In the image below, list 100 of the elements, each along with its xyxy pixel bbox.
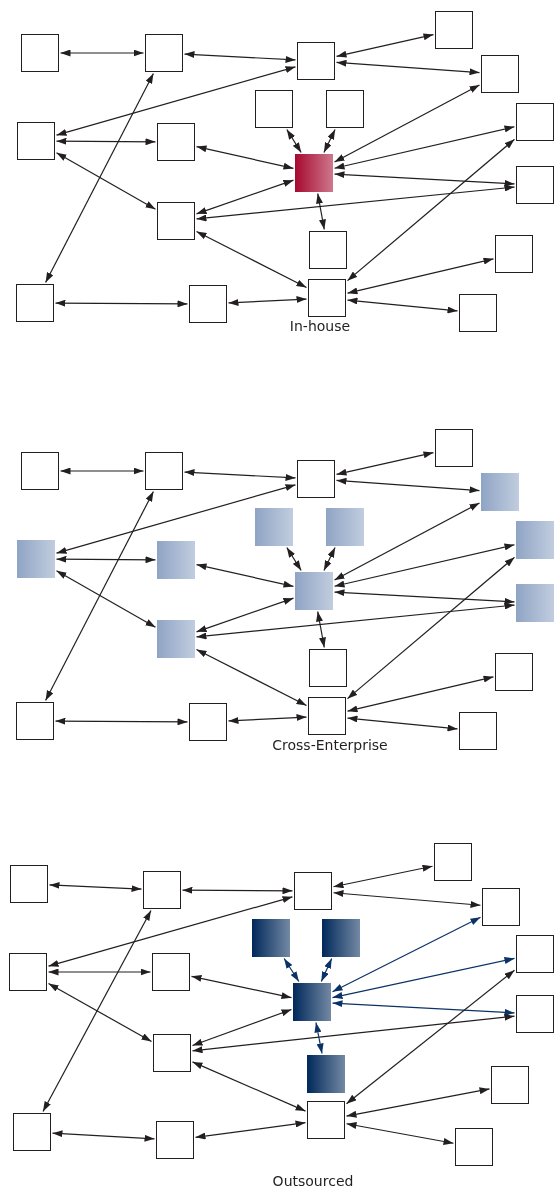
panel-caption: Outsourced	[272, 1173, 354, 1189]
double-arrow	[333, 502, 481, 581]
empty-box	[516, 995, 554, 1033]
double-arrow	[195, 179, 295, 215]
empty-box	[10, 865, 48, 903]
empty-box	[21, 452, 59, 490]
double-arrow	[335, 59, 481, 76]
shaded-box	[252, 919, 290, 957]
double-arrow	[333, 171, 516, 187]
empty-box	[297, 460, 335, 498]
empty-box	[255, 90, 293, 128]
empty-box	[9, 953, 47, 991]
double-arrow	[346, 138, 516, 282]
empty-box	[481, 55, 519, 93]
double-arrow	[335, 477, 481, 494]
empty-box	[13, 1113, 51, 1151]
shaded-box	[516, 521, 554, 559]
shaded-box	[17, 540, 55, 578]
double-arrow	[55, 484, 297, 554]
empty-box	[434, 843, 472, 881]
double-arrow	[333, 84, 481, 163]
shaded-box	[295, 572, 333, 610]
empty-box	[16, 284, 54, 322]
double-arrow	[45, 72, 154, 284]
empty-box	[156, 1121, 194, 1159]
double-arrow	[195, 145, 295, 170]
double-arrow	[191, 1008, 293, 1047]
empty-box	[17, 122, 55, 160]
double-arrow	[333, 589, 516, 605]
double-arrow	[335, 33, 435, 58]
empty-box	[435, 429, 473, 467]
shaded-box	[293, 983, 331, 1021]
double-arrow	[227, 714, 308, 724]
double-arrow	[191, 1061, 307, 1112]
double-arrow	[195, 184, 516, 222]
double-arrow	[346, 257, 495, 295]
double-arrow	[55, 152, 157, 210]
empty-box	[157, 202, 195, 240]
shaded-box	[295, 154, 333, 192]
double-arrow	[55, 66, 297, 136]
double-arrow	[333, 125, 516, 170]
empty-box	[435, 11, 473, 49]
shaded-box	[516, 584, 554, 622]
shaded-box	[307, 1055, 345, 1093]
empty-box	[294, 872, 332, 910]
double-arrow	[194, 1120, 307, 1140]
double-arrow	[195, 602, 516, 640]
double-arrow	[42, 909, 152, 1113]
empty-box	[143, 871, 181, 909]
shaded-box	[481, 473, 519, 511]
double-arrow	[55, 570, 157, 628]
empty-box	[491, 1066, 529, 1104]
double-arrow	[183, 469, 297, 481]
empty-box	[145, 452, 183, 490]
empty-box	[459, 712, 497, 750]
double-arrow	[331, 916, 482, 993]
shaded-box	[322, 919, 360, 957]
empty-box	[455, 1128, 493, 1166]
empty-box	[297, 42, 335, 80]
double-arrow	[195, 597, 295, 633]
double-arrow	[191, 1013, 516, 1054]
double-arrow	[190, 975, 293, 999]
empty-box	[307, 1101, 345, 1139]
double-arrow	[332, 864, 434, 889]
double-arrow	[183, 51, 297, 63]
double-arrow	[181, 886, 294, 895]
empty-box	[16, 702, 54, 740]
double-arrow	[55, 137, 157, 146]
double-arrow	[332, 890, 482, 908]
double-arrow	[59, 467, 145, 475]
double-arrow	[286, 546, 302, 572]
double-arrow	[195, 230, 308, 289]
double-arrow	[346, 715, 459, 732]
shaded-box	[157, 620, 195, 658]
double-arrow	[59, 49, 145, 57]
empty-box	[482, 888, 520, 926]
empty-box	[309, 649, 347, 687]
double-arrow	[323, 546, 336, 572]
panel-caption: In-house	[289, 318, 351, 334]
empty-box	[495, 653, 533, 691]
empty-box	[153, 1034, 191, 1072]
double-arrow	[54, 717, 189, 726]
double-arrow	[346, 297, 459, 314]
double-arrow	[47, 896, 294, 967]
empty-box	[516, 103, 554, 141]
double-arrow	[45, 490, 154, 702]
double-arrow	[283, 957, 300, 983]
empty-box	[145, 34, 183, 72]
empty-box	[152, 953, 190, 991]
shaded-box	[326, 508, 364, 546]
empty-box	[516, 935, 554, 973]
shaded-box	[157, 541, 195, 579]
double-arrow	[47, 968, 152, 976]
empty-box	[495, 235, 533, 273]
double-arrow	[345, 1087, 491, 1118]
double-arrow	[333, 543, 516, 588]
double-arrow	[48, 881, 143, 893]
double-arrow	[314, 1021, 324, 1055]
empty-box	[189, 703, 227, 741]
empty-box	[21, 34, 59, 72]
